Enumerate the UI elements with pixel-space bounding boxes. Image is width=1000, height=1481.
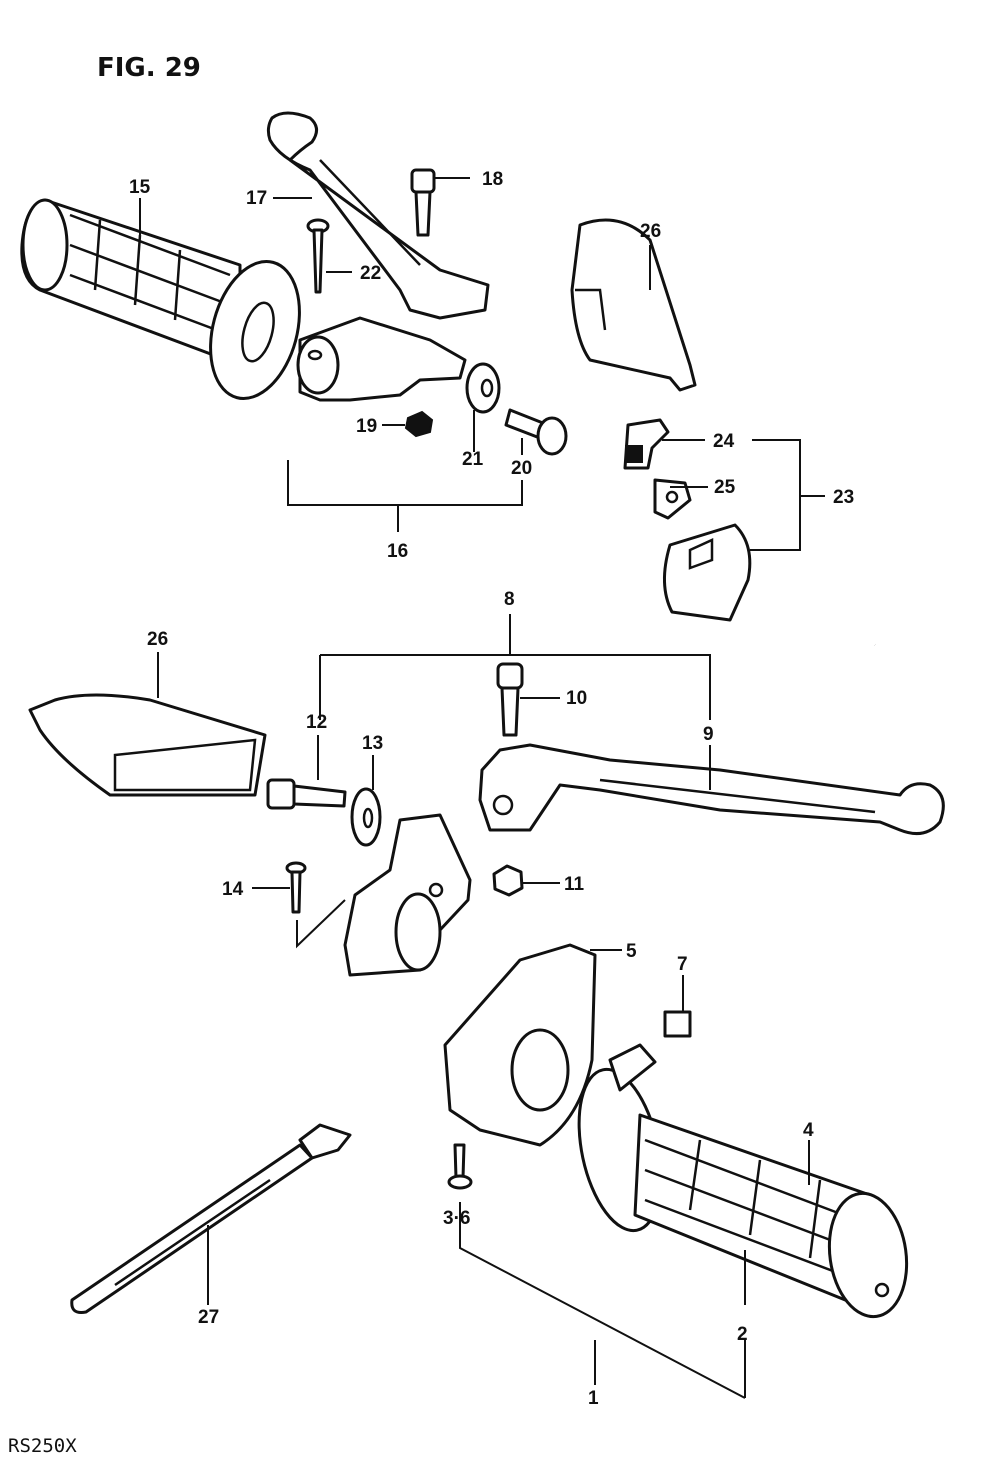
callout-20: 20 (511, 458, 532, 479)
part-26-cover-lower (28, 693, 267, 797)
part-3-6-screw (447, 1143, 473, 1190)
part-9-brake-lever (478, 743, 945, 836)
part-26-cover-upper (570, 218, 697, 392)
callout-7: 7 (677, 954, 688, 975)
callout-26-lower: 26 (147, 629, 168, 650)
part-18-bolt (410, 168, 436, 237)
callout-16: 16 (387, 541, 408, 562)
callout-15: 15 (129, 177, 151, 198)
part-10-pivot-bolt (496, 662, 524, 737)
callout-18: 18 (482, 169, 503, 190)
leader-lines (139, 177, 825, 1399)
part-15-left-grip (20, 198, 301, 400)
part-13-washer (350, 787, 382, 847)
callout-10: 10 (566, 688, 587, 709)
callout-19: 19 (356, 416, 377, 437)
callout-17: 17 (246, 188, 267, 209)
callout-8: 8 (504, 589, 515, 610)
callout-11: 11 (564, 874, 585, 895)
part-27-strap (70, 1123, 352, 1314)
part-19-nut (404, 410, 434, 438)
part-7-bush (663, 1010, 692, 1038)
part-21-washer (465, 362, 501, 414)
callout-25: 25 (714, 477, 736, 498)
part-5-throttle-housing (443, 943, 597, 1147)
part-16-perch (296, 316, 467, 402)
callout-21: 21 (462, 449, 484, 470)
callout-12: 12 (306, 712, 327, 733)
part-25-clip (653, 478, 692, 520)
figure-title: FIG. 29 (97, 53, 201, 83)
callout-1: 1 (588, 1388, 599, 1409)
model-code: RS250X (8, 1435, 77, 1457)
callout-2: 2 (737, 1324, 748, 1345)
part-11-nut (492, 864, 524, 897)
callout-5: 5 (626, 941, 637, 962)
callout-labels: 15 17 18 22 26 19 21 20 16 24 25 23 26 8… (129, 169, 854, 1409)
part-12-bolt (266, 778, 347, 810)
part-24-switch-part (623, 418, 670, 470)
callout-14: 14 (222, 879, 244, 900)
part-23-switch-housing (662, 523, 877, 648)
part-14-screw (285, 861, 346, 949)
callout-9: 9 (703, 724, 714, 745)
part-17-lever (266, 111, 490, 320)
callout-4: 4 (803, 1120, 814, 1141)
part-22-screw (306, 218, 330, 294)
lever-holder-bracket (343, 813, 472, 977)
callout-24: 24 (713, 431, 735, 452)
callout-23: 23 (833, 487, 854, 508)
part-4-right-grip (577, 1043, 909, 1319)
callout-13: 13 (362, 733, 383, 754)
callout-3-6: 3·6 (443, 1208, 470, 1229)
part-20-adjuster (504, 408, 568, 456)
callout-27: 27 (198, 1307, 219, 1328)
callout-26-upper: 26 (640, 221, 661, 242)
callout-22: 22 (360, 263, 381, 284)
